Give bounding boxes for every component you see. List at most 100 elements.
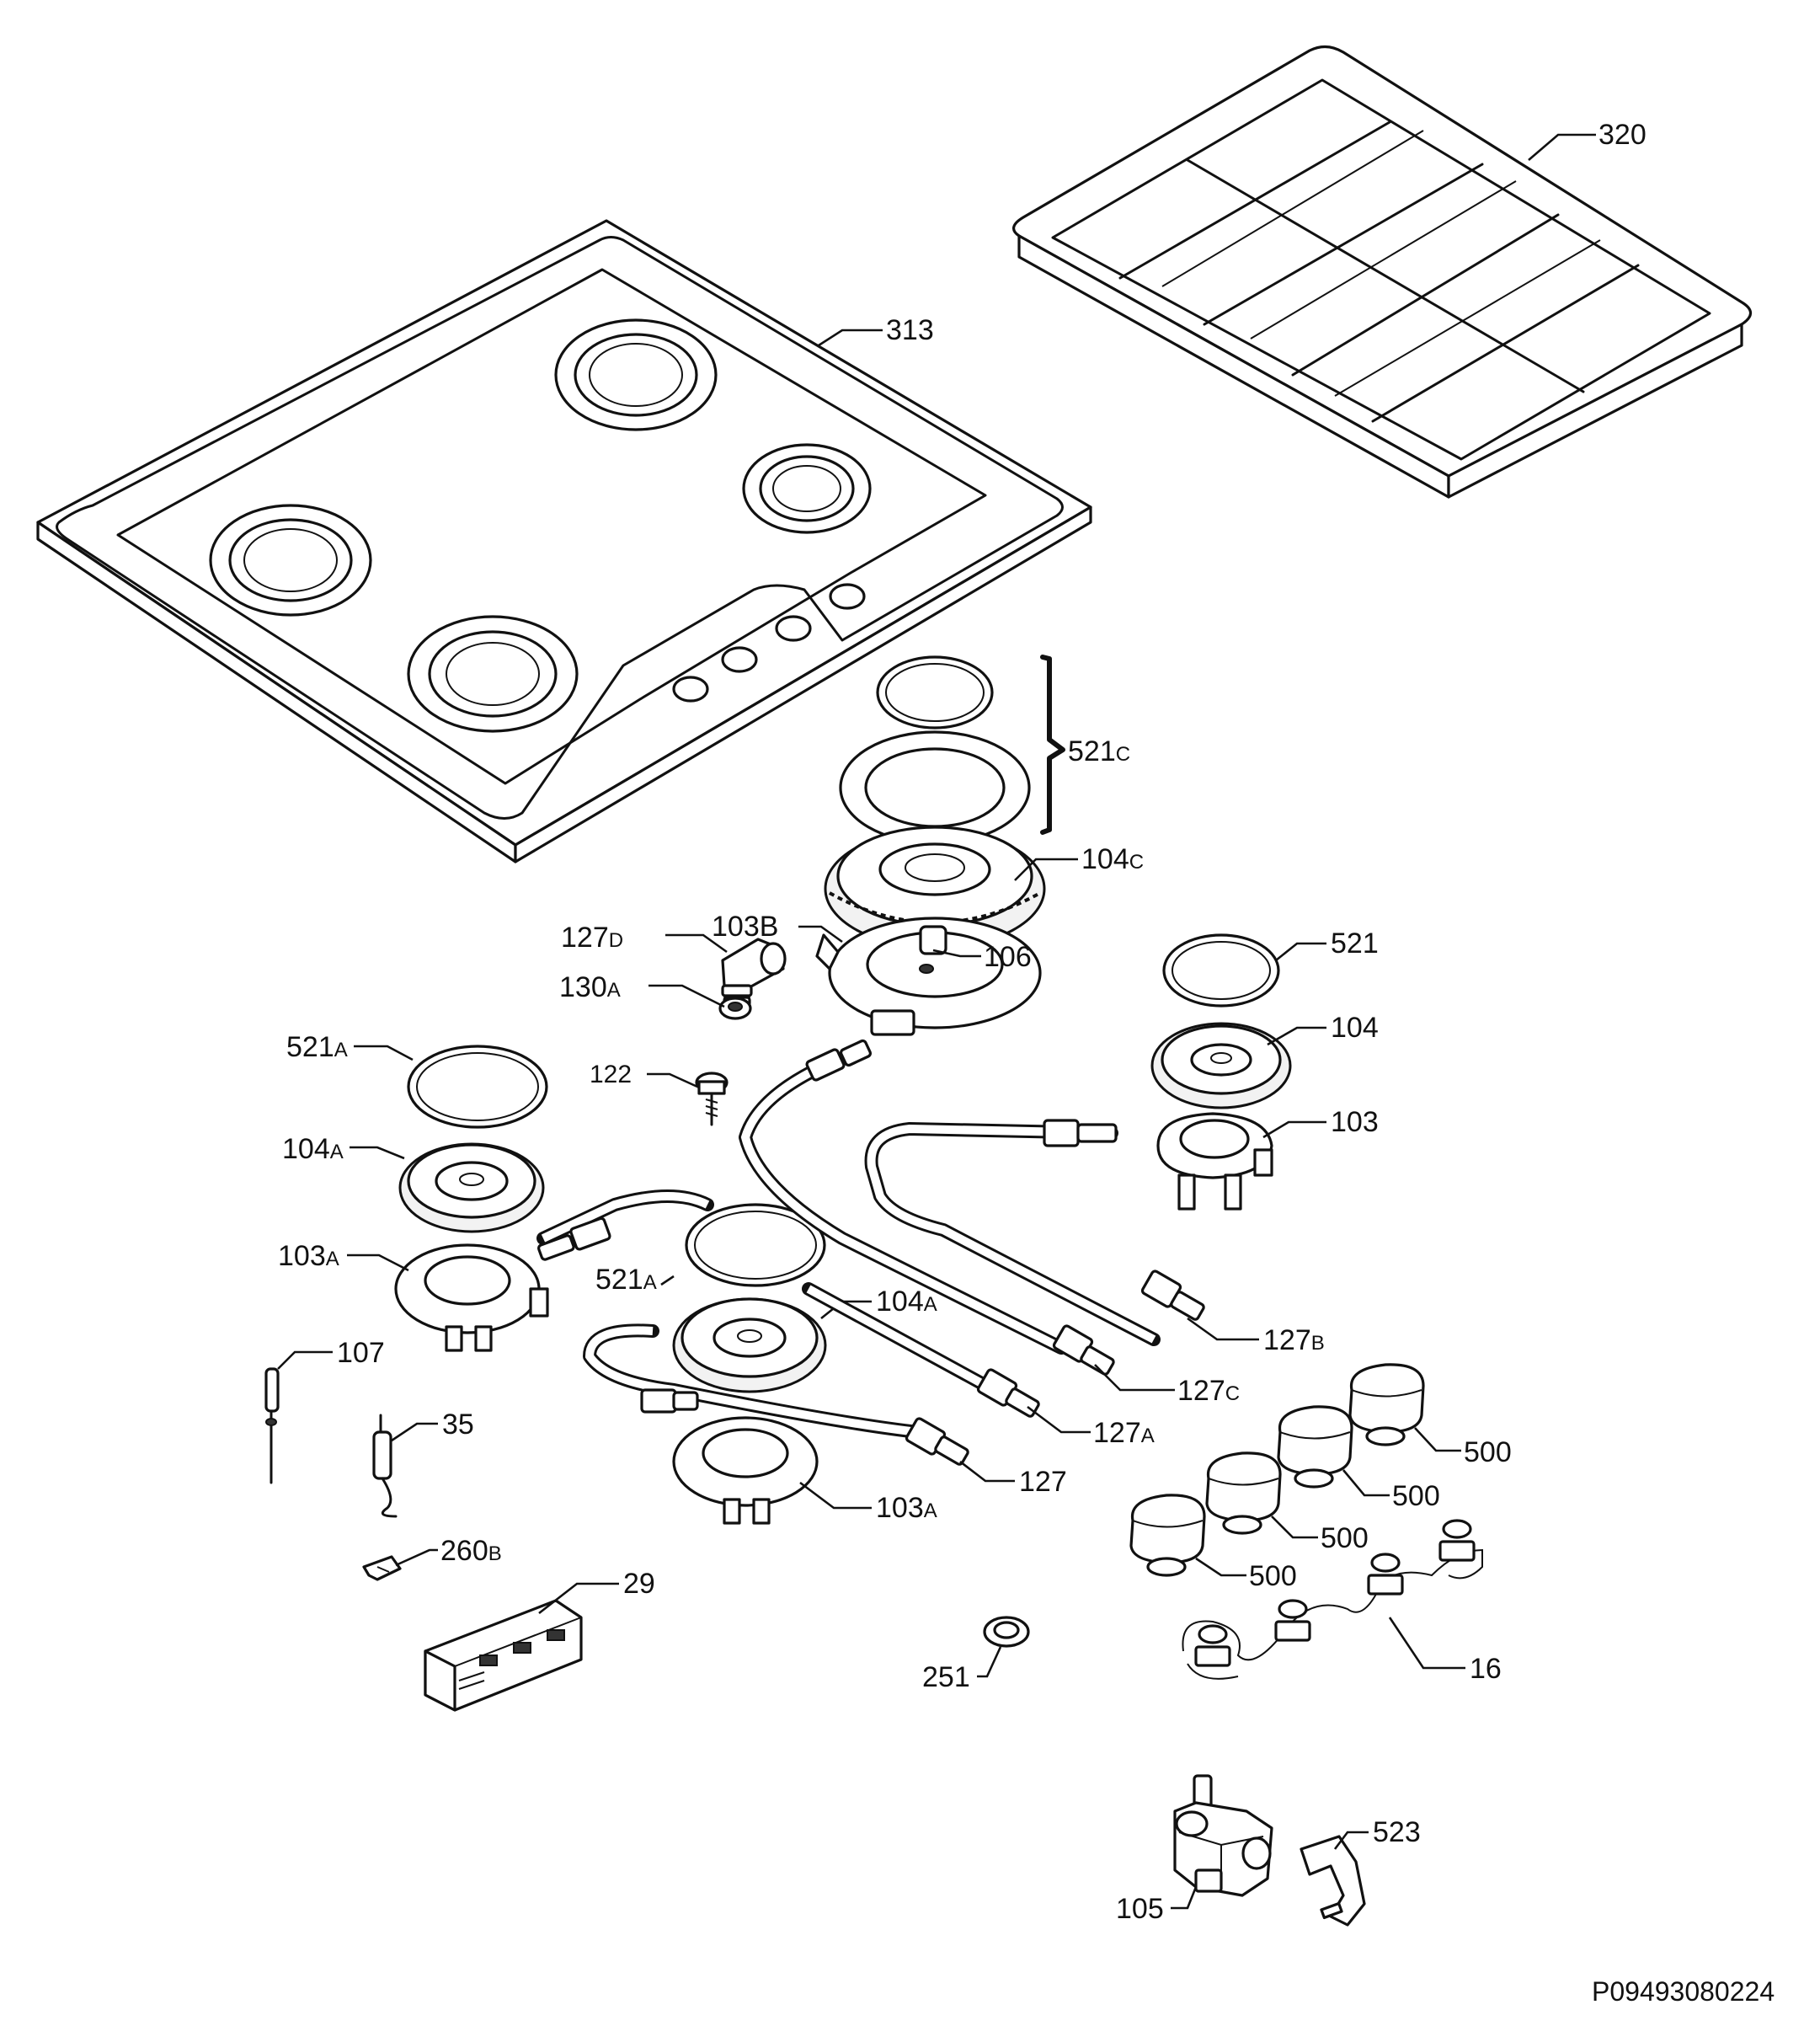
label-107: 107 <box>337 1337 385 1369</box>
label-127d-suffix: D <box>609 929 623 952</box>
drawing-code: P09493080224 <box>1592 1976 1775 2007</box>
control-knob-2 <box>1277 1405 1353 1489</box>
label-127c-suffix: C <box>1225 1382 1240 1405</box>
label-103a-2-suffix: A <box>924 1499 937 1522</box>
svg-text:104C: 104C <box>1081 843 1144 875</box>
label-103a-1: 103 <box>278 1240 326 1272</box>
label-521a-2-suffix: A <box>643 1271 657 1294</box>
label-16: 16 <box>1470 1653 1502 1685</box>
burner-cap-medium-left <box>407 1045 548 1129</box>
gas-tap-valve <box>1173 1774 1273 1897</box>
svg-text:103A: 103A <box>278 1240 339 1272</box>
label-104c-suffix: C <box>1129 851 1144 874</box>
burner-body-small <box>1156 1112 1273 1211</box>
label-122: 122 <box>590 1061 632 1088</box>
label-127b: 127 <box>1263 1324 1311 1356</box>
label-260b: 260 <box>440 1535 488 1567</box>
hob-top-panel <box>36 219 1092 863</box>
label-104: 104 <box>1331 1012 1379 1044</box>
burner-crown-medium-left <box>398 1142 545 1233</box>
sealing-washer <box>718 997 752 1020</box>
label-521c: 521 <box>1068 735 1116 767</box>
label-500-2: 500 <box>1392 1480 1440 1512</box>
svg-text:127: 127 <box>1019 1466 1067 1498</box>
label-127d: 127 <box>561 922 609 954</box>
label-106: 106 <box>984 941 1032 973</box>
svg-text:313: 313 <box>886 314 934 346</box>
burner-body-medium-center <box>672 1416 819 1525</box>
svg-text:523: 523 <box>1373 1816 1421 1848</box>
label-313: 313 <box>886 314 934 346</box>
svg-text:107: 107 <box>337 1337 385 1369</box>
label-127a-suffix: A <box>1141 1425 1155 1447</box>
label-500-1: 500 <box>1464 1436 1512 1468</box>
label-521: 521 <box>1331 927 1379 960</box>
svg-text:320: 320 <box>1599 119 1647 151</box>
control-knob-3 <box>1205 1451 1282 1535</box>
control-knob-1 <box>1348 1363 1425 1446</box>
svg-text:16: 16 <box>1470 1653 1502 1685</box>
label-127b-suffix: B <box>1311 1332 1325 1355</box>
svg-text:127C: 127C <box>1177 1375 1240 1407</box>
microswitch-harness <box>1182 1519 1483 1680</box>
svg-text:521C: 521C <box>1068 735 1130 767</box>
svg-text:P09493080224: P09493080224 <box>1592 1976 1775 2007</box>
label-103b: 103B <box>712 911 778 943</box>
svg-text:103: 103 <box>1331 1106 1379 1138</box>
svg-text:103B: 103B <box>712 911 778 943</box>
label-130a: 130 <box>559 971 607 1003</box>
svg-text:521A: 521A <box>286 1031 348 1063</box>
svg-text:104A: 104A <box>282 1133 344 1165</box>
svg-text:35: 35 <box>442 1409 474 1441</box>
label-105: 105 <box>1116 1893 1164 1925</box>
svg-text:104: 104 <box>1331 1012 1379 1044</box>
svg-text:104A: 104A <box>876 1286 937 1318</box>
svg-text:500: 500 <box>1392 1480 1440 1512</box>
burner-crown-large <box>824 826 1046 949</box>
svg-text:500: 500 <box>1464 1436 1512 1468</box>
burner-seat-rear-left <box>554 318 718 431</box>
burner-body-medium-left <box>394 1243 549 1352</box>
gas-pipes <box>536 1039 1259 1483</box>
svg-text:127D: 127D <box>561 922 623 954</box>
thermocouple <box>264 1367 280 1484</box>
label-127a: 127 <box>1093 1417 1141 1449</box>
label-251: 251 <box>922 1661 970 1693</box>
label-35: 35 <box>442 1409 474 1441</box>
burner-cap-small <box>1162 933 1280 1008</box>
svg-text:130A: 130A <box>559 971 621 1003</box>
label-500-3: 500 <box>1321 1522 1369 1554</box>
label-104a-2: 104 <box>876 1286 924 1318</box>
nut <box>983 1616 1030 1648</box>
svg-text:122: 122 <box>590 1061 632 1088</box>
svg-text:106: 106 <box>984 941 1032 973</box>
burner-crown-small <box>1150 1022 1292 1109</box>
label-127: 127 <box>1019 1466 1067 1498</box>
burner-seat-front-center <box>407 615 579 733</box>
label-104a-1: 104 <box>282 1133 330 1165</box>
part-labels: 313 320 521C 104C 127D 103B 106 130A 521… <box>278 119 1775 2007</box>
screw <box>695 1072 729 1126</box>
svg-text:103A: 103A <box>876 1492 937 1524</box>
burner-crown-medium-center <box>672 1297 827 1393</box>
burner-cap-large-small-disc <box>876 655 994 730</box>
burner-seat-rear-right <box>742 443 872 534</box>
tap-fixing-bracket <box>1300 1835 1366 1927</box>
control-knob-4 <box>1129 1494 1206 1577</box>
burner-body-large <box>815 917 1042 1036</box>
svg-text:521A: 521A <box>595 1264 657 1296</box>
label-103a-2: 103 <box>876 1492 924 1524</box>
svg-text:251: 251 <box>922 1661 970 1693</box>
svg-text:29: 29 <box>623 1568 655 1600</box>
burner-cap-medium-center <box>685 1203 826 1287</box>
svg-text:105: 105 <box>1116 1893 1164 1925</box>
pan-support-grid <box>1012 45 1753 499</box>
label-29: 29 <box>623 1568 655 1600</box>
ignition-electrode <box>372 1414 398 1518</box>
svg-text:521: 521 <box>1331 927 1379 960</box>
label-260b-suffix: B <box>488 1542 502 1565</box>
fixing-clip <box>362 1555 402 1581</box>
label-103: 103 <box>1331 1106 1379 1138</box>
svg-text:500: 500 <box>1321 1522 1369 1554</box>
